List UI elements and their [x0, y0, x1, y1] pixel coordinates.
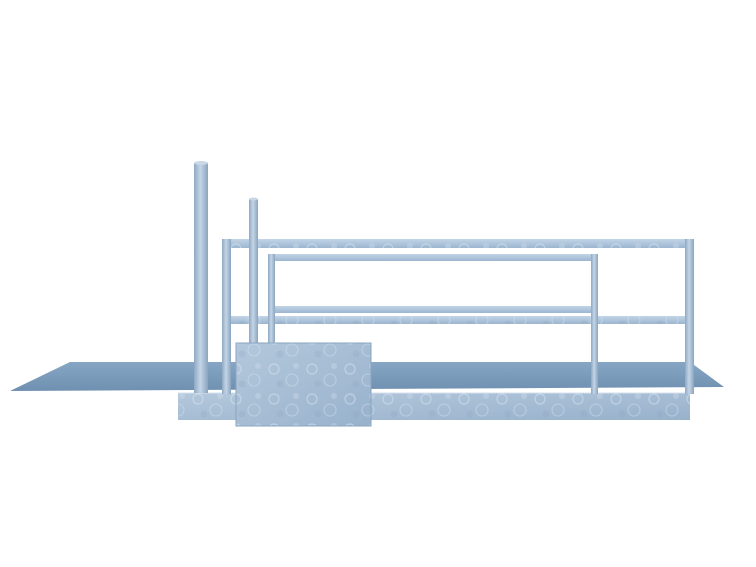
post-right-outer	[685, 239, 694, 394]
handrail	[222, 239, 694, 394]
post-left-outer	[222, 239, 231, 394]
short-pipe	[249, 197, 258, 349]
tall-pipe	[194, 161, 208, 393]
concrete-block	[235, 342, 372, 427]
post-left-inner	[268, 254, 275, 344]
inner-top-rail	[268, 254, 598, 261]
post-right-inner	[591, 254, 598, 394]
mid-rail-back	[268, 306, 598, 313]
